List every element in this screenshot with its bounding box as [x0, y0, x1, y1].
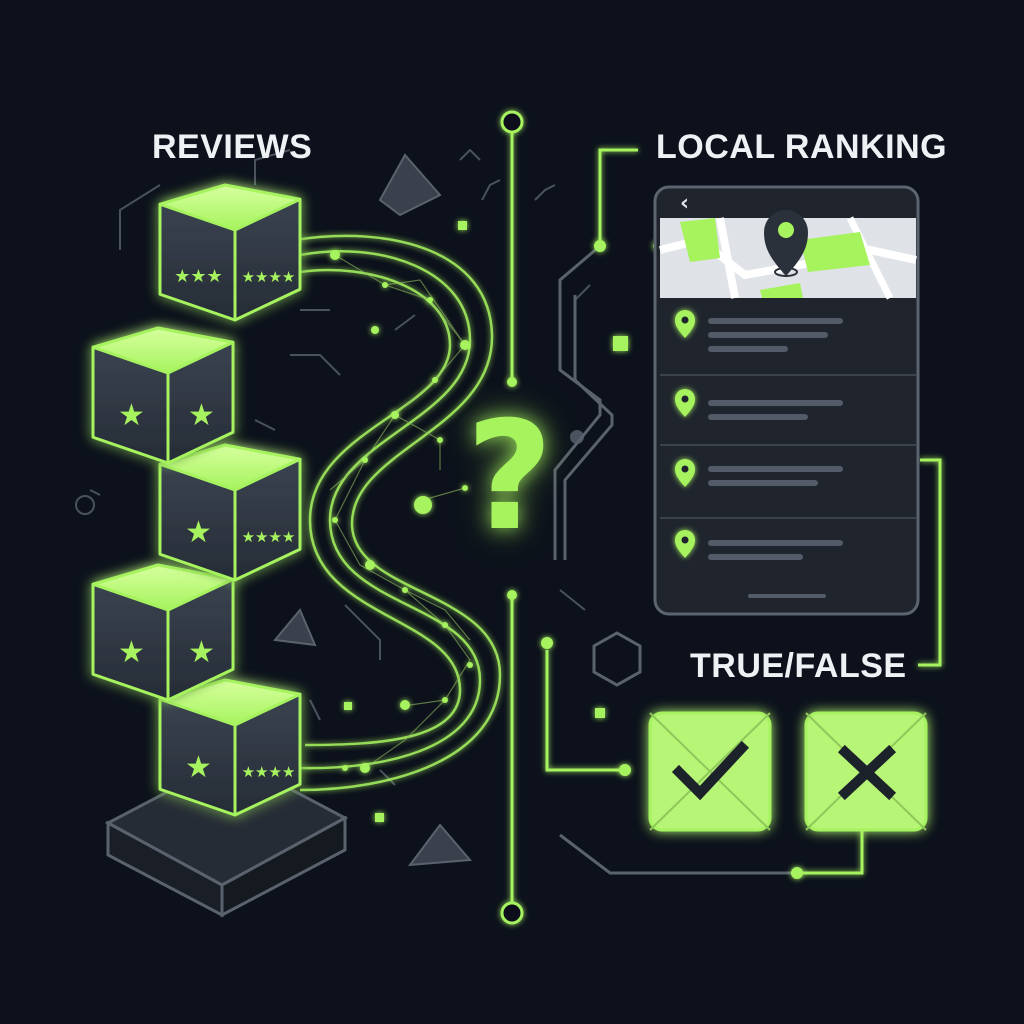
cube-face: [233, 457, 302, 582]
question-mark-icon: ?: [466, 390, 554, 564]
review-cube: ★★★★★: [158, 443, 302, 582]
review-cube: ★★: [91, 326, 235, 465]
cube-face: [166, 340, 235, 465]
map-pin-icon: [764, 210, 808, 277]
false-button[interactable]: [804, 711, 928, 832]
location-pin-icon: [675, 389, 695, 417]
center-axis: [500, 110, 524, 925]
review-cubes-stack: ★★★★★★★★★★★★★★★★★★★★★: [91, 183, 302, 817]
review-star-icon: ★: [118, 635, 145, 670]
review-star-icon: ★★★★: [242, 763, 296, 781]
review-cube: ★★★★★★★: [158, 183, 302, 322]
review-star-icon: ★: [185, 750, 212, 785]
back-chevron-icon[interactable]: ‹: [680, 191, 689, 216]
check-icon: [671, 740, 750, 801]
listing-1[interactable]: [660, 310, 916, 376]
true-button[interactable]: [648, 711, 772, 832]
local-ranking-label: LOCAL RANKING: [656, 128, 948, 166]
review-star-icon: ★: [188, 635, 215, 670]
review-star-icon: ★★★★: [242, 268, 296, 286]
review-star-icon: ★: [188, 398, 215, 433]
listing-2[interactable]: [660, 389, 916, 446]
cube-face: [233, 692, 302, 817]
right-connectors: [545, 148, 942, 875]
location-pin-icon: [675, 459, 695, 487]
decor-squares: [344, 221, 628, 822]
hexagon-icon: [592, 631, 642, 687]
listing-4[interactable]: [675, 530, 843, 560]
cross-icon: [837, 744, 897, 801]
triangle-icon: [273, 608, 317, 647]
triangle-icon: [378, 153, 442, 217]
review-star-icon: ★★★: [174, 266, 222, 287]
map-area: [659, 210, 917, 300]
cube-face: [166, 577, 235, 702]
listing-3[interactable]: [660, 459, 916, 519]
phone-panel: ‹: [653, 185, 920, 616]
cube-face: [233, 197, 302, 322]
network-nodes: [330, 250, 553, 773]
reviews-label: REVIEWS: [152, 128, 313, 166]
review-star-icon: ★: [118, 398, 145, 433]
background-decor: [75, 148, 591, 786]
location-pin-icon: [675, 530, 695, 558]
review-star-icon: ★★★★: [242, 528, 296, 546]
home-indicator: [748, 594, 826, 598]
true-false-label: TRUE/FALSE: [690, 647, 907, 685]
network-path: [294, 234, 502, 792]
review-cube: ★★: [91, 563, 235, 702]
network-mesh: [329, 254, 471, 769]
location-pin-icon: [675, 310, 695, 338]
triangle-icon: [407, 823, 473, 867]
review-cube: ★★★★★: [158, 678, 302, 817]
review-star-icon: ★: [185, 515, 212, 550]
